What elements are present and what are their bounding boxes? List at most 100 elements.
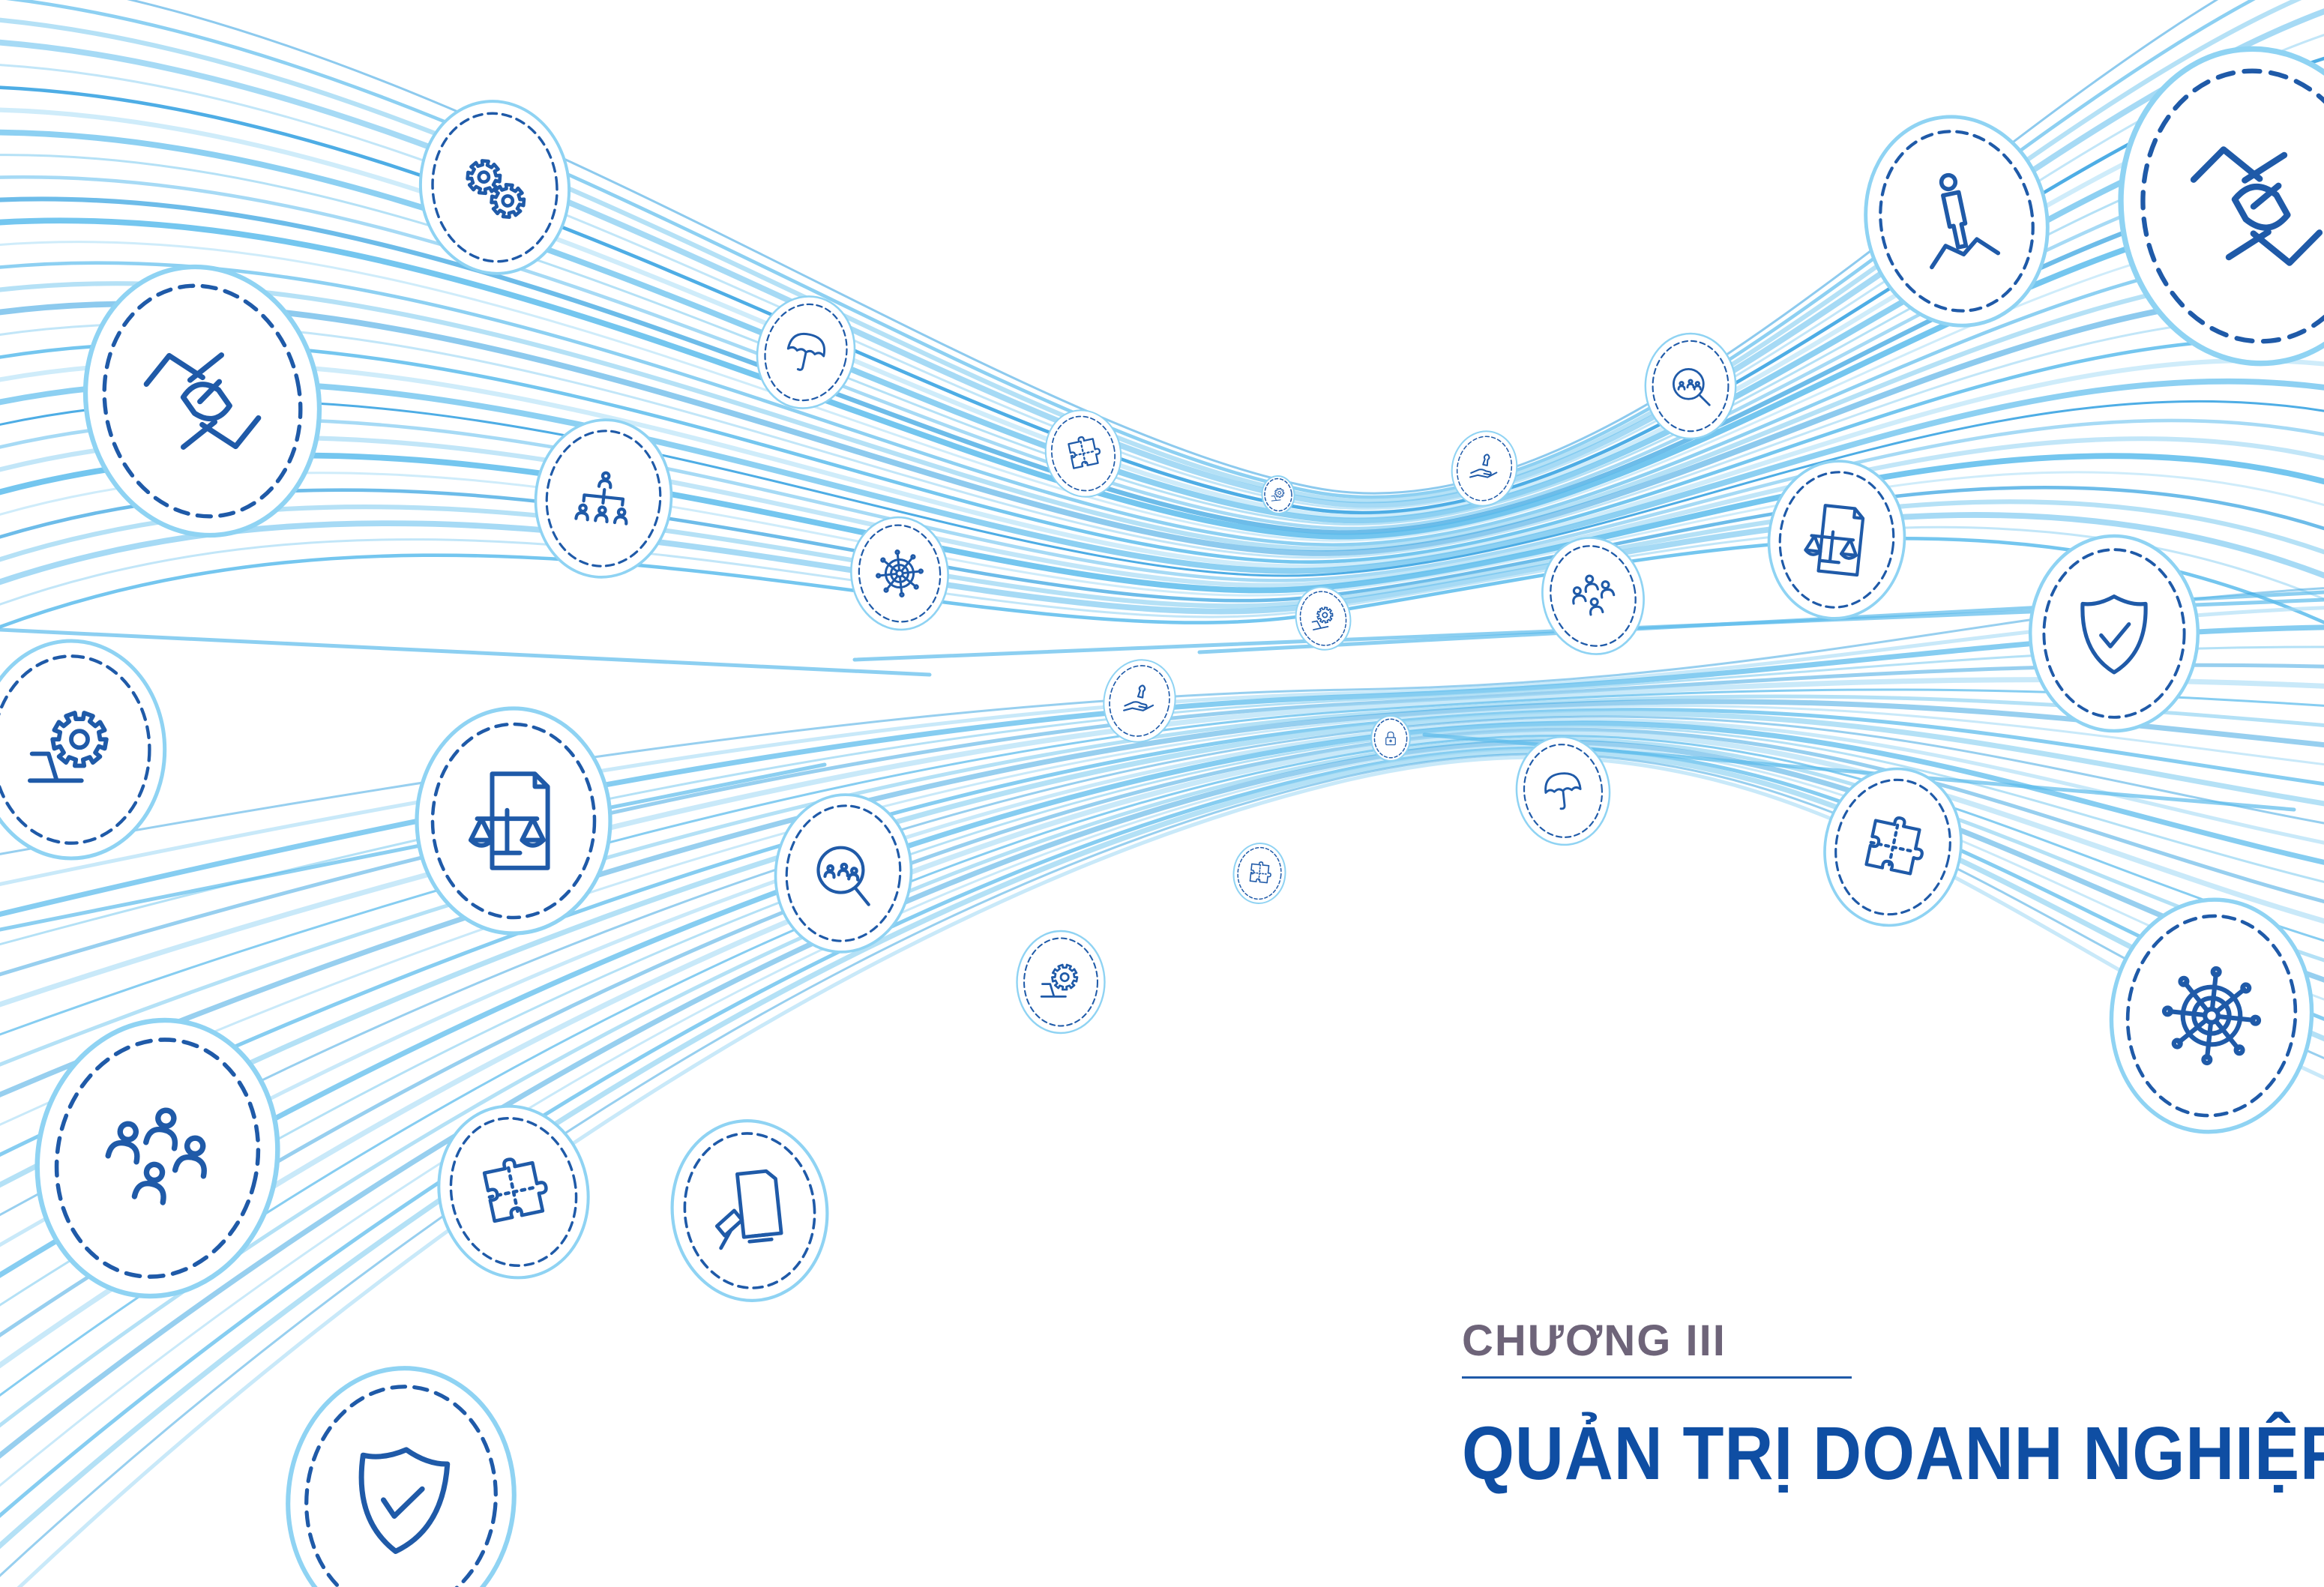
umbrella-icon xyxy=(1544,772,1582,810)
flow-line xyxy=(0,725,2324,1307)
flow-line xyxy=(0,699,2324,1097)
org-chart-node xyxy=(534,418,673,579)
chapter-label: CHƯƠNG III xyxy=(1462,1316,1727,1365)
gears-icon xyxy=(466,159,526,219)
puzzle-icon xyxy=(482,1157,548,1223)
flow-line xyxy=(0,746,2324,1518)
shield-check-icon xyxy=(2080,594,2148,675)
legal-document-node xyxy=(415,706,612,936)
gear-laptop-icon xyxy=(1040,963,1079,998)
puzzle-icon xyxy=(1068,436,1101,469)
flow-line xyxy=(0,708,2324,1157)
flow-line xyxy=(0,727,2324,1338)
flow-line xyxy=(0,537,2324,629)
hand-pawn-node xyxy=(1103,659,1176,743)
handshake-icon xyxy=(2190,146,2323,266)
flow-line xyxy=(4,0,2256,499)
flow-line xyxy=(0,744,2324,1487)
flow-line xyxy=(0,739,2324,1459)
flow-line xyxy=(0,753,2324,1577)
person-pedestal-node xyxy=(1864,115,2050,328)
flow-line xyxy=(0,512,2324,615)
flow-line xyxy=(0,499,2324,609)
hand-pawn-icon xyxy=(1469,454,1498,478)
puzzle-node xyxy=(1232,843,1286,904)
flow-line xyxy=(0,735,2324,1397)
flow-line xyxy=(0,244,2324,547)
flow-line xyxy=(0,730,2324,1369)
helm-node xyxy=(850,516,949,631)
team-icon xyxy=(1572,574,1616,616)
team-icon xyxy=(105,1107,207,1205)
flow-line xyxy=(0,358,2324,569)
flow-line xyxy=(0,526,2324,618)
handshake-icon xyxy=(143,352,262,450)
flow-line xyxy=(0,452,2324,594)
flow-line xyxy=(0,717,2324,1247)
gavel-document-node xyxy=(670,1119,829,1302)
org-chart-icon xyxy=(574,471,628,526)
puzzle-icon xyxy=(1864,816,1924,876)
gear-laptop-icon xyxy=(1311,606,1334,630)
flow-line xyxy=(0,400,2324,577)
person-pedestal-icon xyxy=(1930,172,2001,270)
team-node xyxy=(34,1017,280,1299)
title-block: CHƯƠNG III QUẢN TRỊ DOANH NGHIỆP xyxy=(1462,1316,2324,1496)
flow-line xyxy=(0,720,2324,1278)
flow-line xyxy=(0,710,2324,1188)
gear-laptop-node xyxy=(0,639,167,861)
shield-check-icon xyxy=(358,1447,451,1554)
gear-laptop-node xyxy=(1016,930,1106,1035)
flow-line xyxy=(0,418,2324,582)
flow-line xyxy=(0,337,2324,564)
flow-line xyxy=(0,748,2324,1550)
lock-node xyxy=(1370,715,1411,762)
gears-node xyxy=(418,100,571,275)
flow-line xyxy=(16,755,2324,1587)
flow-line xyxy=(0,715,2324,1217)
flow-line xyxy=(0,435,2324,588)
flow-line xyxy=(0,694,2324,1067)
gear-laptop-icon xyxy=(28,711,109,783)
shield-check-node xyxy=(2028,534,2200,733)
shield-check-node xyxy=(286,1366,517,1587)
gear-laptop-icon xyxy=(1271,487,1285,502)
team-search-node xyxy=(1644,332,1737,440)
handshake-node xyxy=(82,264,322,538)
flow-line xyxy=(0,486,2324,603)
flow-line xyxy=(0,688,2324,1036)
icon-nodes xyxy=(0,46,2324,1587)
flow-line xyxy=(0,471,2324,597)
flow-line xyxy=(0,222,2324,542)
umbrella-node xyxy=(1515,735,1611,846)
helm-icon xyxy=(876,549,924,597)
team-node xyxy=(1541,537,1645,655)
helm-icon xyxy=(2161,966,2262,1066)
helm-node xyxy=(2109,897,2314,1134)
flow-line xyxy=(0,762,827,932)
gear-laptop-node xyxy=(1261,475,1295,514)
hand-pawn-icon xyxy=(1123,684,1155,711)
puzzle-node xyxy=(437,1104,590,1280)
team-search-icon xyxy=(1672,367,1711,406)
puzzle-node xyxy=(1823,767,1963,927)
flow-line xyxy=(0,737,2324,1428)
flow-line xyxy=(0,378,2324,574)
legal-document-icon xyxy=(469,771,550,870)
legal-document-node xyxy=(1767,460,1906,620)
puzzle-icon xyxy=(1249,861,1271,884)
legal-document-icon xyxy=(1804,504,1865,577)
team-search-node xyxy=(774,793,913,954)
lock-icon xyxy=(1385,731,1396,746)
chapter-title: QUẢN TRỊ DOANH NGHIỆP xyxy=(1462,1412,2324,1496)
flow-line xyxy=(0,290,2324,556)
umbrella-node xyxy=(756,295,856,409)
chapter-divider xyxy=(1462,1376,1852,1379)
flow-line xyxy=(0,705,2324,1126)
puzzle-node xyxy=(1044,409,1122,498)
team-search-icon xyxy=(816,846,870,906)
flow-line xyxy=(0,268,2324,552)
umbrella-icon xyxy=(786,332,826,371)
